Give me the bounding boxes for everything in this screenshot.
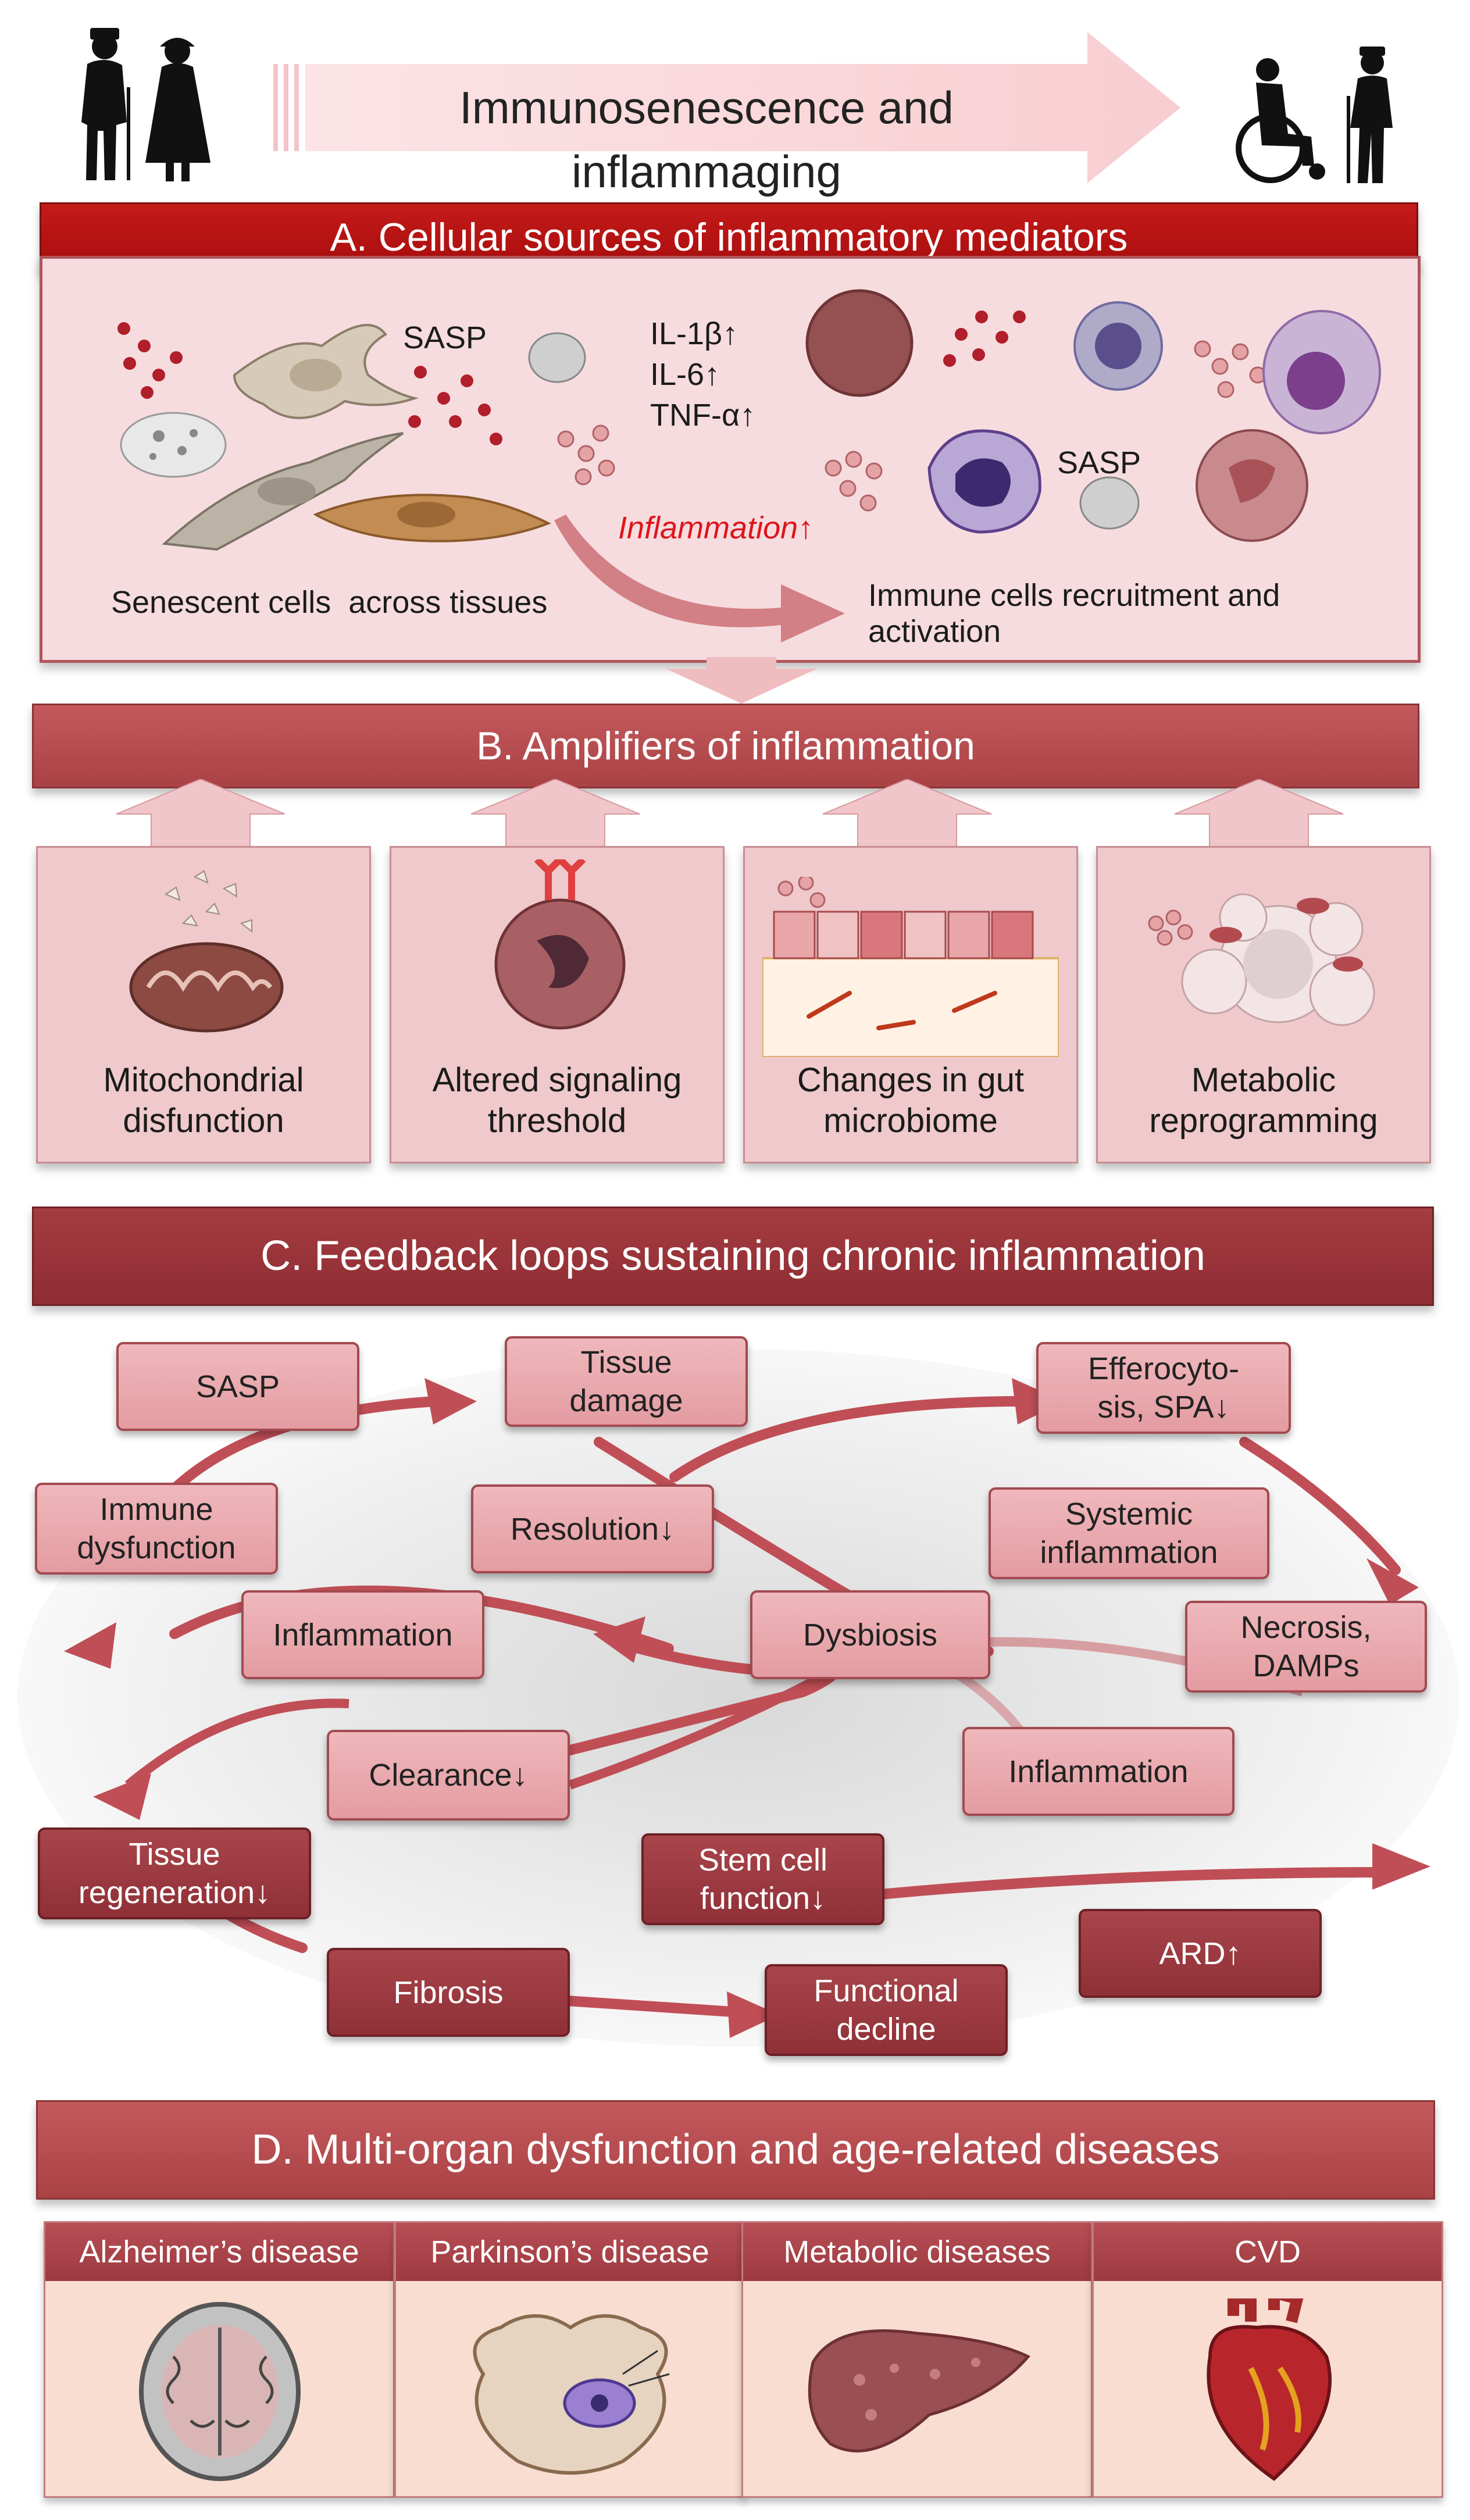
adipocyte-icon bbox=[1148, 893, 1375, 1026]
il6-label: IL-6↑ bbox=[650, 357, 720, 392]
loop-node-necrosis: Necrosis,DAMPs bbox=[1185, 1601, 1427, 1693]
loop-node-inflammation-left: Inflammation bbox=[241, 1590, 484, 1679]
midbrain-icon bbox=[473, 2314, 670, 2475]
senescent-cells-label: Senescent cells across tissues bbox=[111, 585, 548, 620]
banner-title: Immunosenescence and inflammaging bbox=[459, 82, 954, 197]
loop-node-resolution: Resolution↓ bbox=[471, 1484, 714, 1573]
section-a-panel: SASP IL-1β↑ IL-6↑ TNF-α↑ SASP Inflammati… bbox=[40, 256, 1421, 663]
section-b-arrows bbox=[116, 779, 1344, 849]
senescent-cells-icon bbox=[117, 322, 615, 551]
loop-node-dysbiosis: Dysbiosis bbox=[750, 1590, 990, 1679]
mitochondrion-icon bbox=[129, 870, 284, 1033]
loop-node-sasp: SASP bbox=[116, 1342, 359, 1431]
disease-label-2: Parkinson’s disease bbox=[396, 2223, 744, 2281]
loop-node-efferocytosis: Efferocyto-sis, SPA↓ bbox=[1036, 1342, 1291, 1434]
tnfa-label: TNF-α↑ bbox=[650, 398, 756, 433]
disease-card-cvd: CVD bbox=[1092, 2221, 1443, 2498]
immune-cells-icon bbox=[805, 289, 1381, 542]
heart-icon bbox=[1207, 2298, 1332, 2481]
loop-node-fibrosis: Fibrosis bbox=[327, 1948, 570, 2037]
section-b-header: B. Amplifiers of inflammation bbox=[32, 704, 1419, 788]
section-c-header: C. Feedback loops sustaining chronic inf… bbox=[32, 1207, 1434, 1306]
immune-cells-label: Immune cells recruitment and activation bbox=[868, 578, 1280, 649]
loop-node-ard: ARD↑ bbox=[1079, 1909, 1322, 1998]
disease-label-1: Alzheimer’s disease bbox=[45, 2223, 393, 2281]
disease-label-3: Metabolic diseases bbox=[743, 2223, 1091, 2281]
gut-epithelium-icon bbox=[762, 877, 1059, 1057]
il1b-label: IL-1β↑ bbox=[650, 316, 738, 351]
sasp-label-2: SASP bbox=[1057, 445, 1141, 480]
arrow-a-to-b bbox=[666, 657, 817, 704]
section-a-illustration bbox=[117, 289, 1381, 643]
disease-card-alzheimers: Alzheimer’s disease bbox=[44, 2221, 395, 2498]
neutrophil-cell-icon bbox=[494, 859, 626, 1030]
disease-card-metabolic: Metabolic diseases bbox=[741, 2221, 1093, 2498]
inflammation-up-label: Inflammation↑ bbox=[618, 511, 814, 545]
brain-icon bbox=[139, 2302, 301, 2481]
top-arrow-banner bbox=[273, 32, 1180, 183]
disease-card-parkinsons: Parkinson’s disease bbox=[394, 2221, 745, 2498]
loop-node-inflammation-right: Inflammation bbox=[962, 1727, 1234, 1816]
disease-label-4: CVD bbox=[1094, 2223, 1442, 2281]
liver-icon bbox=[808, 2329, 1030, 2453]
wheelchair-elderly-icon bbox=[1215, 47, 1413, 186]
section-d-header: D. Multi-organ dysfunction and age-relat… bbox=[36, 2100, 1435, 2200]
loop-node-clearance: Clearance↓ bbox=[327, 1730, 570, 1821]
elderly-couple-icon bbox=[58, 23, 233, 186]
sasp-label-1: SASP bbox=[403, 320, 487, 355]
